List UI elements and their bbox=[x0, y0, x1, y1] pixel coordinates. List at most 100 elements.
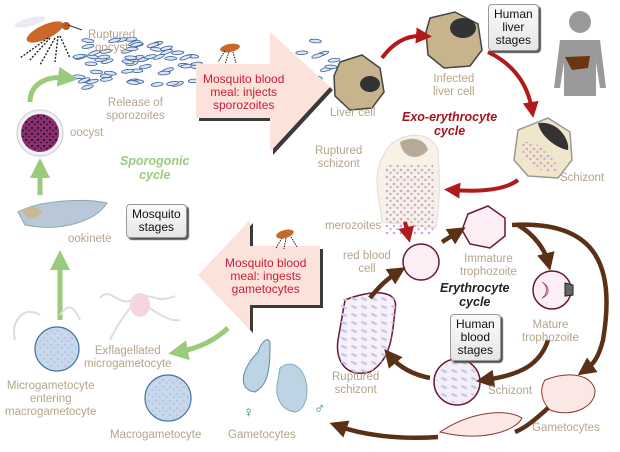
blood-meal-ingests-arrow bbox=[198, 220, 323, 333]
female-gametocyte bbox=[242, 339, 271, 393]
sporozoite bbox=[84, 61, 98, 67]
arrow-ruptured-to-rbc bbox=[368, 267, 406, 300]
sporozoite bbox=[104, 70, 117, 76]
liver-cell bbox=[333, 54, 385, 111]
sporozoite bbox=[138, 64, 152, 70]
label-liver-schizont: Schizont bbox=[560, 172, 605, 184]
sporozoite bbox=[88, 49, 101, 56]
sporozoite bbox=[81, 43, 95, 49]
ruptured-schizont-remnant bbox=[400, 138, 428, 157]
label-gametocytes-mosquito: Gametocytes bbox=[228, 429, 296, 441]
exflagellated-microgametocyte bbox=[99, 293, 181, 341]
immature-trophozoite bbox=[461, 205, 506, 249]
arrow-schizont-to-ruptured bbox=[384, 349, 431, 381]
gametocyte-round bbox=[541, 374, 596, 414]
ookinete-tip bbox=[22, 206, 42, 219]
infected-liver-cell-parasite bbox=[450, 18, 476, 38]
sporozoite bbox=[86, 78, 99, 85]
label-gametocytes-human: Gametocytes bbox=[532, 422, 600, 434]
label-ookinete: ookinete bbox=[68, 233, 112, 245]
arrow-liver-to-infected bbox=[380, 27, 432, 60]
sporozoite bbox=[126, 80, 140, 85]
released-merozoites bbox=[385, 165, 435, 235]
sporozoite bbox=[100, 76, 113, 82]
sporozoite bbox=[121, 59, 135, 65]
oocyst-sporozoites bbox=[21, 114, 59, 152]
mature-trophozoite-pigment bbox=[564, 282, 574, 297]
sporozoite bbox=[157, 70, 171, 76]
blood-schizont-merozoites bbox=[436, 361, 478, 403]
sporozoite bbox=[72, 54, 86, 59]
sporozoite bbox=[72, 74, 86, 80]
arrow-schizont-to-ruptured bbox=[444, 178, 520, 199]
male-symbol: ♂ bbox=[314, 400, 326, 417]
sporozoite bbox=[164, 56, 178, 61]
liver-icon bbox=[565, 56, 590, 70]
sporozoite bbox=[146, 42, 160, 48]
arrow-rbc-to-immature bbox=[440, 227, 466, 245]
liver-schizont-mass bbox=[538, 122, 569, 150]
sporozoite bbox=[150, 82, 164, 87]
sporozoite bbox=[324, 64, 338, 70]
red-blood-cell bbox=[402, 243, 440, 281]
sporozoite bbox=[179, 54, 192, 61]
arrow-immature-to-gametocyte bbox=[511, 222, 609, 376]
microgametocyte-entering-macrogametocyte bbox=[13, 306, 81, 372]
sporozoite bbox=[309, 38, 322, 44]
sporozoite bbox=[171, 50, 185, 55]
ruptured-blood-schizont-merozoites bbox=[337, 292, 396, 374]
arrow-gametocytes-to-mosquito bbox=[329, 420, 439, 441]
label-liver-cell: Liver cell bbox=[330, 107, 376, 119]
arrow-gametocyte-to-crescent bbox=[514, 406, 550, 435]
label-blood-schizont: Schizont bbox=[488, 385, 533, 397]
female-symbol: ♀ bbox=[243, 404, 255, 421]
sporozoite bbox=[327, 57, 341, 63]
human-silhouette-icon bbox=[554, 11, 606, 96]
sporozoite bbox=[121, 68, 134, 74]
liver-schizont-merozoites bbox=[520, 141, 560, 172]
sporozoite bbox=[124, 55, 138, 60]
sporozoite bbox=[130, 41, 143, 48]
blood-meal-injects-arrow bbox=[196, 32, 333, 155]
sporozoite bbox=[144, 54, 157, 60]
sporozoite bbox=[81, 38, 95, 43]
infected-liver-cell bbox=[425, 11, 483, 69]
arrow-merozoites-to-rbc bbox=[398, 221, 414, 243]
sporozoites-cluster bbox=[72, 37, 341, 90]
mosquito-small-icon-2 bbox=[275, 229, 298, 250]
liver-cell-parasite bbox=[360, 76, 380, 92]
arrow-oocyst-to-sporozoites bbox=[27, 66, 78, 103]
arrow-mature-to-schizont bbox=[476, 339, 551, 388]
mosquito-small-icon bbox=[217, 43, 240, 65]
male-gametocyte bbox=[276, 363, 308, 413]
label-merozoites: merozoites bbox=[325, 220, 382, 232]
gametocyte-crescent bbox=[438, 412, 523, 437]
sporozoite bbox=[90, 69, 103, 75]
sporozoite bbox=[295, 50, 309, 55]
mature-trophozoite-ring bbox=[541, 281, 549, 299]
macrogametocyte-nuclei bbox=[147, 377, 189, 419]
mosquito-icon bbox=[14, 16, 83, 66]
sporozoite bbox=[311, 52, 324, 59]
label-oocyst: oocyst bbox=[70, 127, 104, 139]
arrow-immature-to-mature bbox=[516, 223, 555, 271]
arrow-gametocytes-to-exflagellated bbox=[168, 326, 230, 361]
